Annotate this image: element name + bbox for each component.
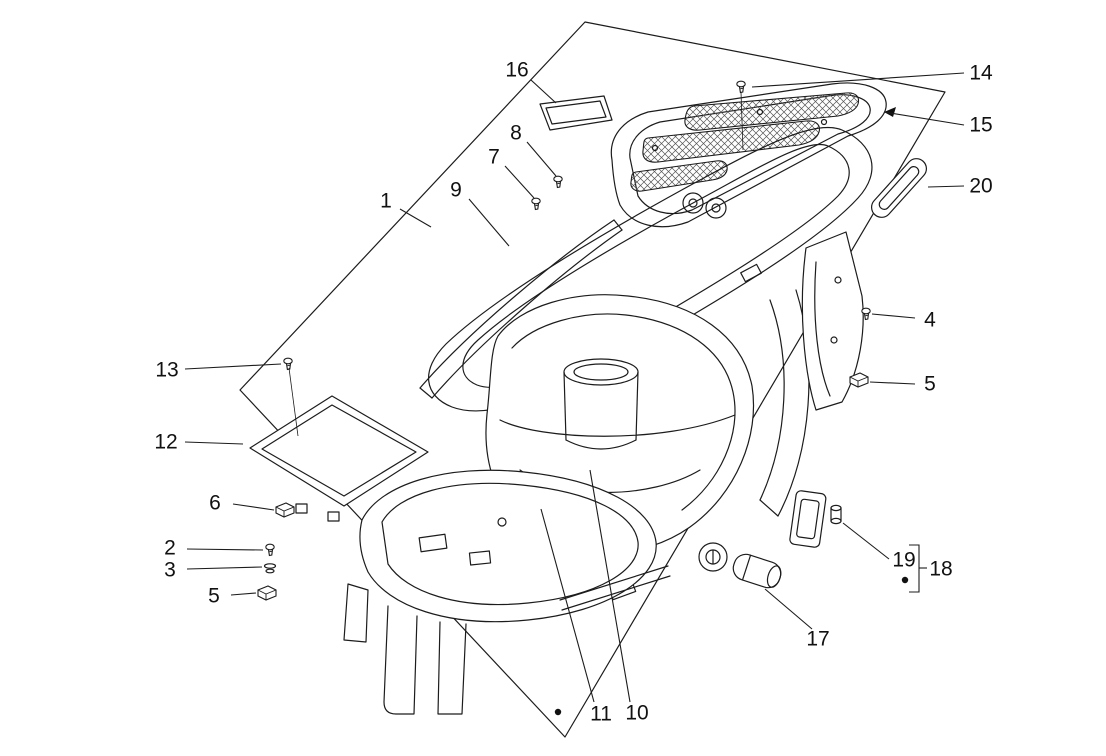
latch-striker	[789, 490, 841, 548]
callout-1: 1	[380, 189, 392, 213]
right-mounting-bracket	[802, 232, 863, 410]
callout-5-left: 5	[208, 584, 220, 608]
callout-12: 12	[154, 430, 178, 454]
group-bracket-18	[901, 545, 927, 592]
frame-border	[240, 22, 945, 737]
callout-5-right: 5	[924, 372, 936, 396]
storage-box-lid	[250, 368, 428, 521]
callout-20: 20	[969, 174, 993, 198]
rubber-strip	[867, 155, 930, 222]
callout-10: 10	[625, 701, 649, 725]
callout-7: 7	[488, 145, 500, 169]
callout-9: 9	[450, 178, 462, 202]
callout-3: 3	[164, 558, 176, 582]
fasteners	[257, 80, 871, 601]
callout-18: 18	[929, 557, 953, 581]
callout-6: 6	[209, 491, 221, 515]
callout-11: 11	[590, 702, 612, 726]
undertray	[344, 470, 670, 714]
grommet	[831, 505, 841, 523]
leader-lines	[185, 73, 964, 702]
small-lid-plate	[540, 96, 612, 130]
reference-dot	[554, 708, 562, 716]
lock-assembly	[699, 543, 784, 591]
right-body-pillar	[760, 290, 809, 516]
callout-14: 14	[969, 61, 993, 85]
callout-19: 19	[892, 548, 916, 572]
callout-15: 15	[969, 113, 993, 137]
callout-4: 4	[924, 308, 936, 332]
callout-17: 17	[806, 627, 830, 651]
side-rail-trim	[420, 220, 622, 398]
callout-8: 8	[510, 121, 522, 145]
callout-13: 13	[155, 358, 179, 382]
callout-2: 2	[164, 536, 176, 560]
callout-16: 16	[505, 58, 529, 82]
